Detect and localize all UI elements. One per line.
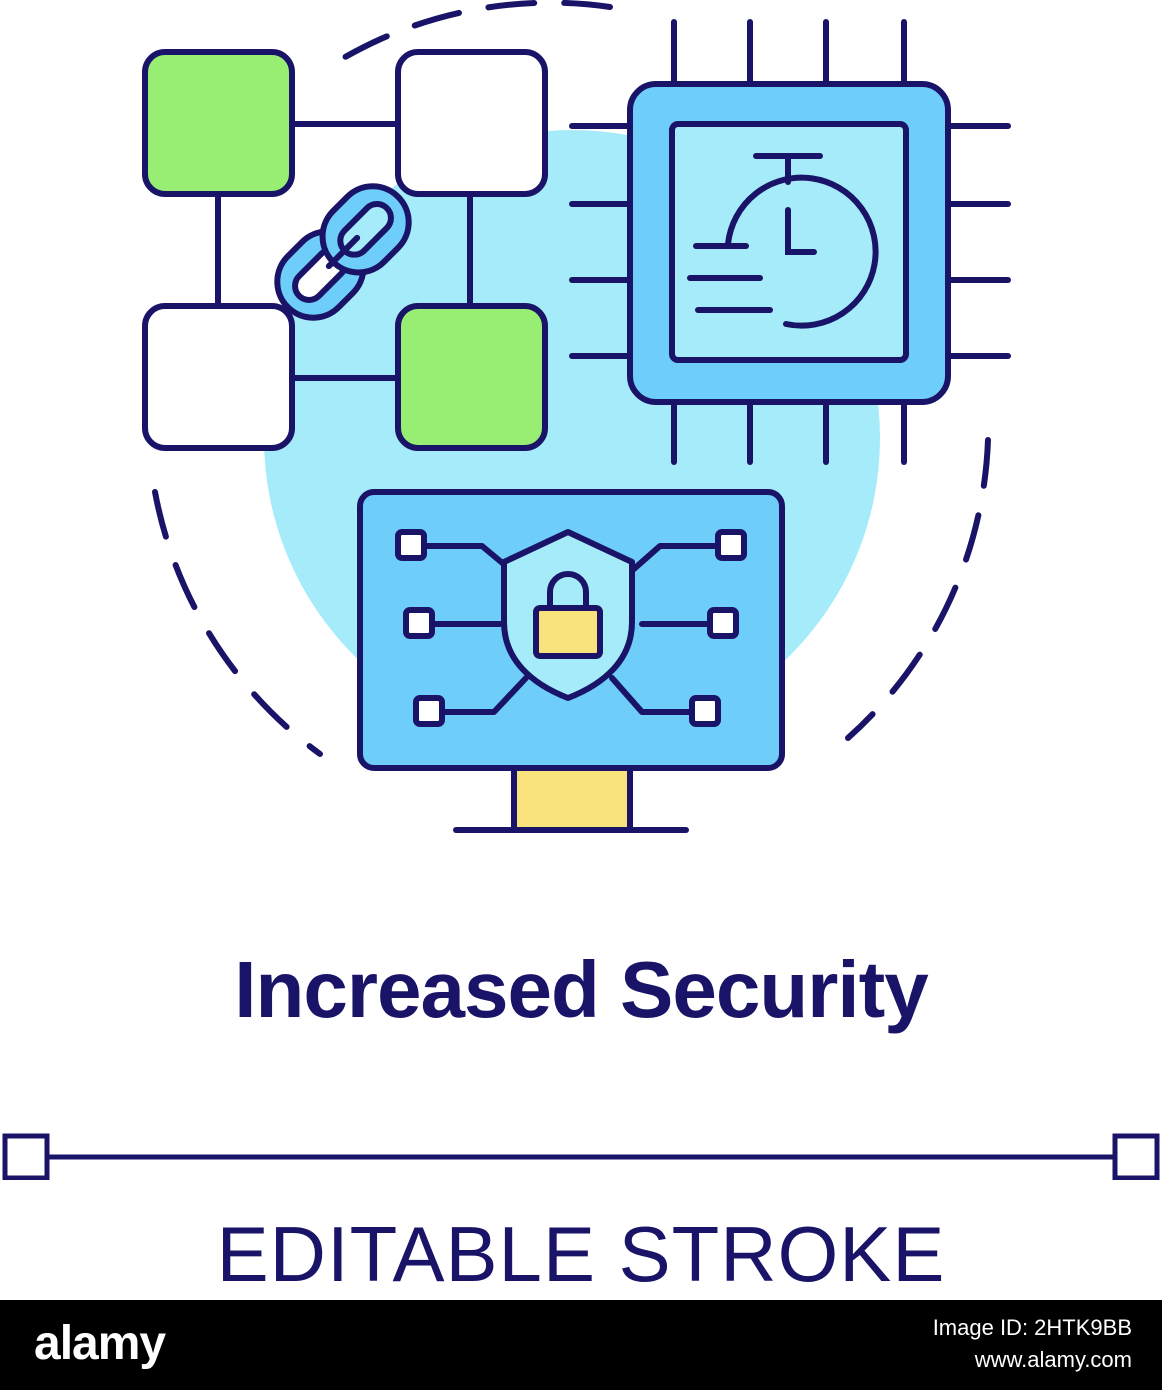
stopwatch-icon — [687, 153, 879, 329]
block-white-top-right — [395, 49, 548, 197]
monitor-icon — [357, 489, 785, 833]
block-green-top-left — [142, 49, 295, 197]
divider-handle-right — [1112, 1133, 1160, 1180]
editable-stroke-caption: EDITABLE STROKE — [216, 1210, 946, 1298]
dashed-circle-outline — [152, 0, 991, 757]
stock-footer-bar: alamy Image ID: 2HTK9BB www.alamy.com — [0, 1300, 1162, 1390]
security-concept-illustration — [142, 0, 1011, 833]
image-id-text: Image ID: 2HTK9BB — [932, 1315, 1132, 1340]
blockchain-chain-icon — [142, 49, 548, 451]
brand-logo-text: alamy — [34, 1317, 166, 1370]
stroke-divider — [2, 1133, 1160, 1180]
monitor-stand — [511, 763, 633, 833]
site-url-text: www.alamy.com — [974, 1347, 1132, 1372]
block-white-bottom-left — [142, 303, 295, 451]
footer-meta: Image ID: 2HTK9BB www.alamy.com — [933, 1312, 1132, 1376]
padlock-icon — [533, 571, 603, 659]
concept-title: Increased Security — [234, 945, 928, 1034]
block-green-bottom-right — [395, 303, 548, 451]
divider-handle-left — [2, 1133, 50, 1180]
chain-links — [274, 183, 412, 321]
